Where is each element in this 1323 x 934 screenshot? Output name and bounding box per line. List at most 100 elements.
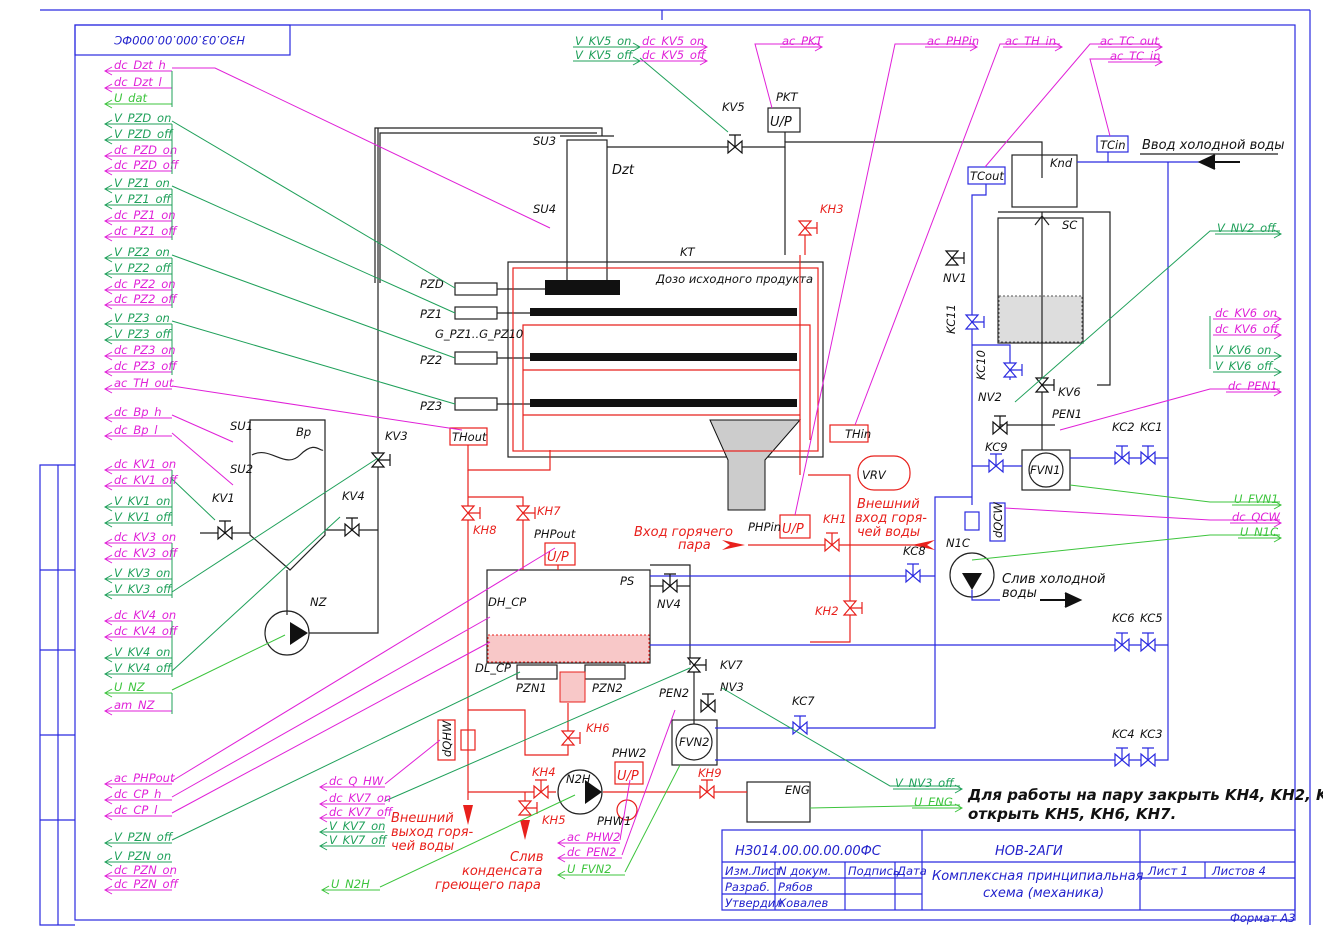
- signal-arrow-icon: [103, 119, 113, 129]
- signal-arrow-icon: [103, 706, 113, 716]
- signal-label: ac_PKT: [782, 34, 824, 48]
- operation-note-line-2: открыть KH5, KH6, KH7.: [968, 805, 1176, 823]
- valve-kc1-icon: [1140, 445, 1156, 466]
- signal-arrow-icon: [103, 632, 113, 642]
- signal-arrow-icon: [320, 885, 330, 895]
- label-kv1: KV1: [212, 491, 235, 505]
- label-fvn1: FVN1: [1030, 463, 1060, 477]
- label-su4: SU4: [533, 202, 556, 216]
- signal-arrow-icon: [103, 66, 113, 76]
- label-n1c: N1C: [946, 536, 970, 550]
- label-pz2: PZ2: [420, 353, 442, 367]
- signal-arrow-icon: [556, 838, 566, 848]
- label-kh8: KH8: [473, 523, 497, 537]
- signal-label: dc_Bp_h: [114, 405, 162, 419]
- valve-kv7-icon: [686, 657, 707, 673]
- signal-label: dc_PZD_off: [114, 158, 180, 172]
- col-doc: N докум.: [778, 864, 831, 878]
- signal-label: dc_Dzt_l: [114, 75, 163, 89]
- signal-label: dc_PZ3_off: [114, 359, 178, 373]
- signal-arrow-icon: [556, 870, 566, 880]
- signal-arrow-icon: [1154, 42, 1164, 52]
- signal-label: V_KV5_on: [575, 34, 631, 48]
- valve-kc5-icon: [1140, 632, 1156, 653]
- signal-label: dc_KV6_off: [1215, 322, 1280, 336]
- sheet-frame: НЗО.03.000.00.000ФС: [39, 9, 1311, 926]
- signal-arrow-icon: [969, 42, 979, 52]
- signal-label: V_KV7_off: [329, 833, 388, 847]
- signal-label: V_KV7_on: [329, 819, 385, 833]
- flow-hot-out-2: выход горя-: [391, 825, 474, 840]
- valve-nv4-icon: [662, 573, 678, 594]
- signal-label: dc_PZ1_on: [114, 208, 176, 222]
- signal-label: dc_KV6_on: [1215, 306, 1277, 320]
- signal-arrow-icon: [318, 813, 328, 823]
- label-kc8: KC8: [903, 544, 926, 558]
- label-kc4: KC4: [1112, 727, 1135, 741]
- label-kh6: KH6: [586, 721, 610, 735]
- signal-label: dc_KV5_off: [642, 48, 707, 62]
- valve-kc8-icon: [905, 563, 921, 584]
- signal-label: V_PZD_on: [114, 111, 171, 125]
- signal-label: V_KV6_off: [1215, 359, 1274, 373]
- signal-arrow-icon: [103, 538, 113, 548]
- signal-arrow-icon: [699, 42, 709, 52]
- label-nv4: NV4: [657, 597, 681, 611]
- signal-arrow-icon: [103, 669, 113, 679]
- signal-arrow-icon: [103, 554, 113, 564]
- org-name: НОВ-2АГИ: [995, 844, 1063, 859]
- signal-arrow-icon: [318, 782, 328, 792]
- signal-label: dc_PEN2: [567, 845, 617, 859]
- signal-arrow-icon: [103, 885, 113, 895]
- signal-label: dc_CP_h: [114, 787, 161, 801]
- label-phpin: PHPin: [748, 520, 781, 534]
- flow-condensate-3: греющего пара: [435, 878, 541, 893]
- signal-label: ac_TH_out: [114, 376, 174, 390]
- label-phw1: PHW1: [597, 814, 631, 828]
- signal-arrow-icon: [103, 269, 113, 279]
- signal-label: V_KV5_off: [575, 48, 634, 62]
- pz-cylinders: [454, 282, 545, 411]
- signal-label: dc_KV4_off: [114, 624, 179, 638]
- signal-arrow-icon: [103, 413, 113, 423]
- steam-piping: [437, 225, 935, 840]
- signal-arrow-icon: [1273, 500, 1283, 510]
- signal-label: dc_KV7_off: [329, 805, 394, 819]
- label-kv5: KV5: [722, 100, 745, 114]
- flow-hot-out-1: Внешний: [391, 811, 454, 826]
- signal-arrow-icon: [814, 42, 824, 52]
- col-change: Изм.Лист: [725, 864, 781, 878]
- flow-condensate-2: конденсата: [462, 864, 542, 879]
- signal-label: dc_PZD_on: [114, 143, 177, 157]
- signal-label: dc_PZ3_on: [114, 343, 176, 357]
- signal-arrow-icon: [1273, 314, 1283, 324]
- signal-arrow-icon: [103, 300, 113, 310]
- developed-by: Рябов: [778, 880, 813, 894]
- valve-kc11-icon: [964, 314, 985, 330]
- signal-label: V_KV4_on: [114, 645, 170, 659]
- signal-label: V_PZ1_off: [114, 192, 173, 206]
- signal-label: U_FVN1: [1234, 492, 1279, 506]
- label-kv7: KV7: [720, 658, 743, 672]
- signal-arrow-icon: [1054, 42, 1064, 52]
- valve-kh5-icon: [517, 800, 538, 816]
- flow-steam-in-1: Вход горячего: [634, 525, 733, 540]
- label-n2h: N2H: [566, 772, 591, 786]
- signal-arrow-icon: [103, 779, 113, 789]
- approved-label: Утвердил: [725, 896, 783, 910]
- label-pen2: PEN2: [659, 686, 689, 700]
- valves: [217, 134, 1156, 816]
- signal-label: am_NZ: [114, 698, 156, 712]
- signal-label: dc_CP_l: [114, 803, 158, 817]
- label-knd: Knd: [1050, 156, 1073, 170]
- signal-label: ac_PHPin: [927, 34, 979, 48]
- signal-label: V_NV2_off: [1217, 221, 1277, 235]
- phw2-transducer: U/P: [617, 769, 639, 784]
- signal-arrow-icon: [318, 799, 328, 809]
- label-nv3: NV3: [720, 680, 744, 694]
- signal-arrow-icon: [103, 232, 113, 242]
- signal-label: V_KV1_off: [114, 510, 173, 524]
- signal-label: V_PZ3_on: [114, 311, 170, 325]
